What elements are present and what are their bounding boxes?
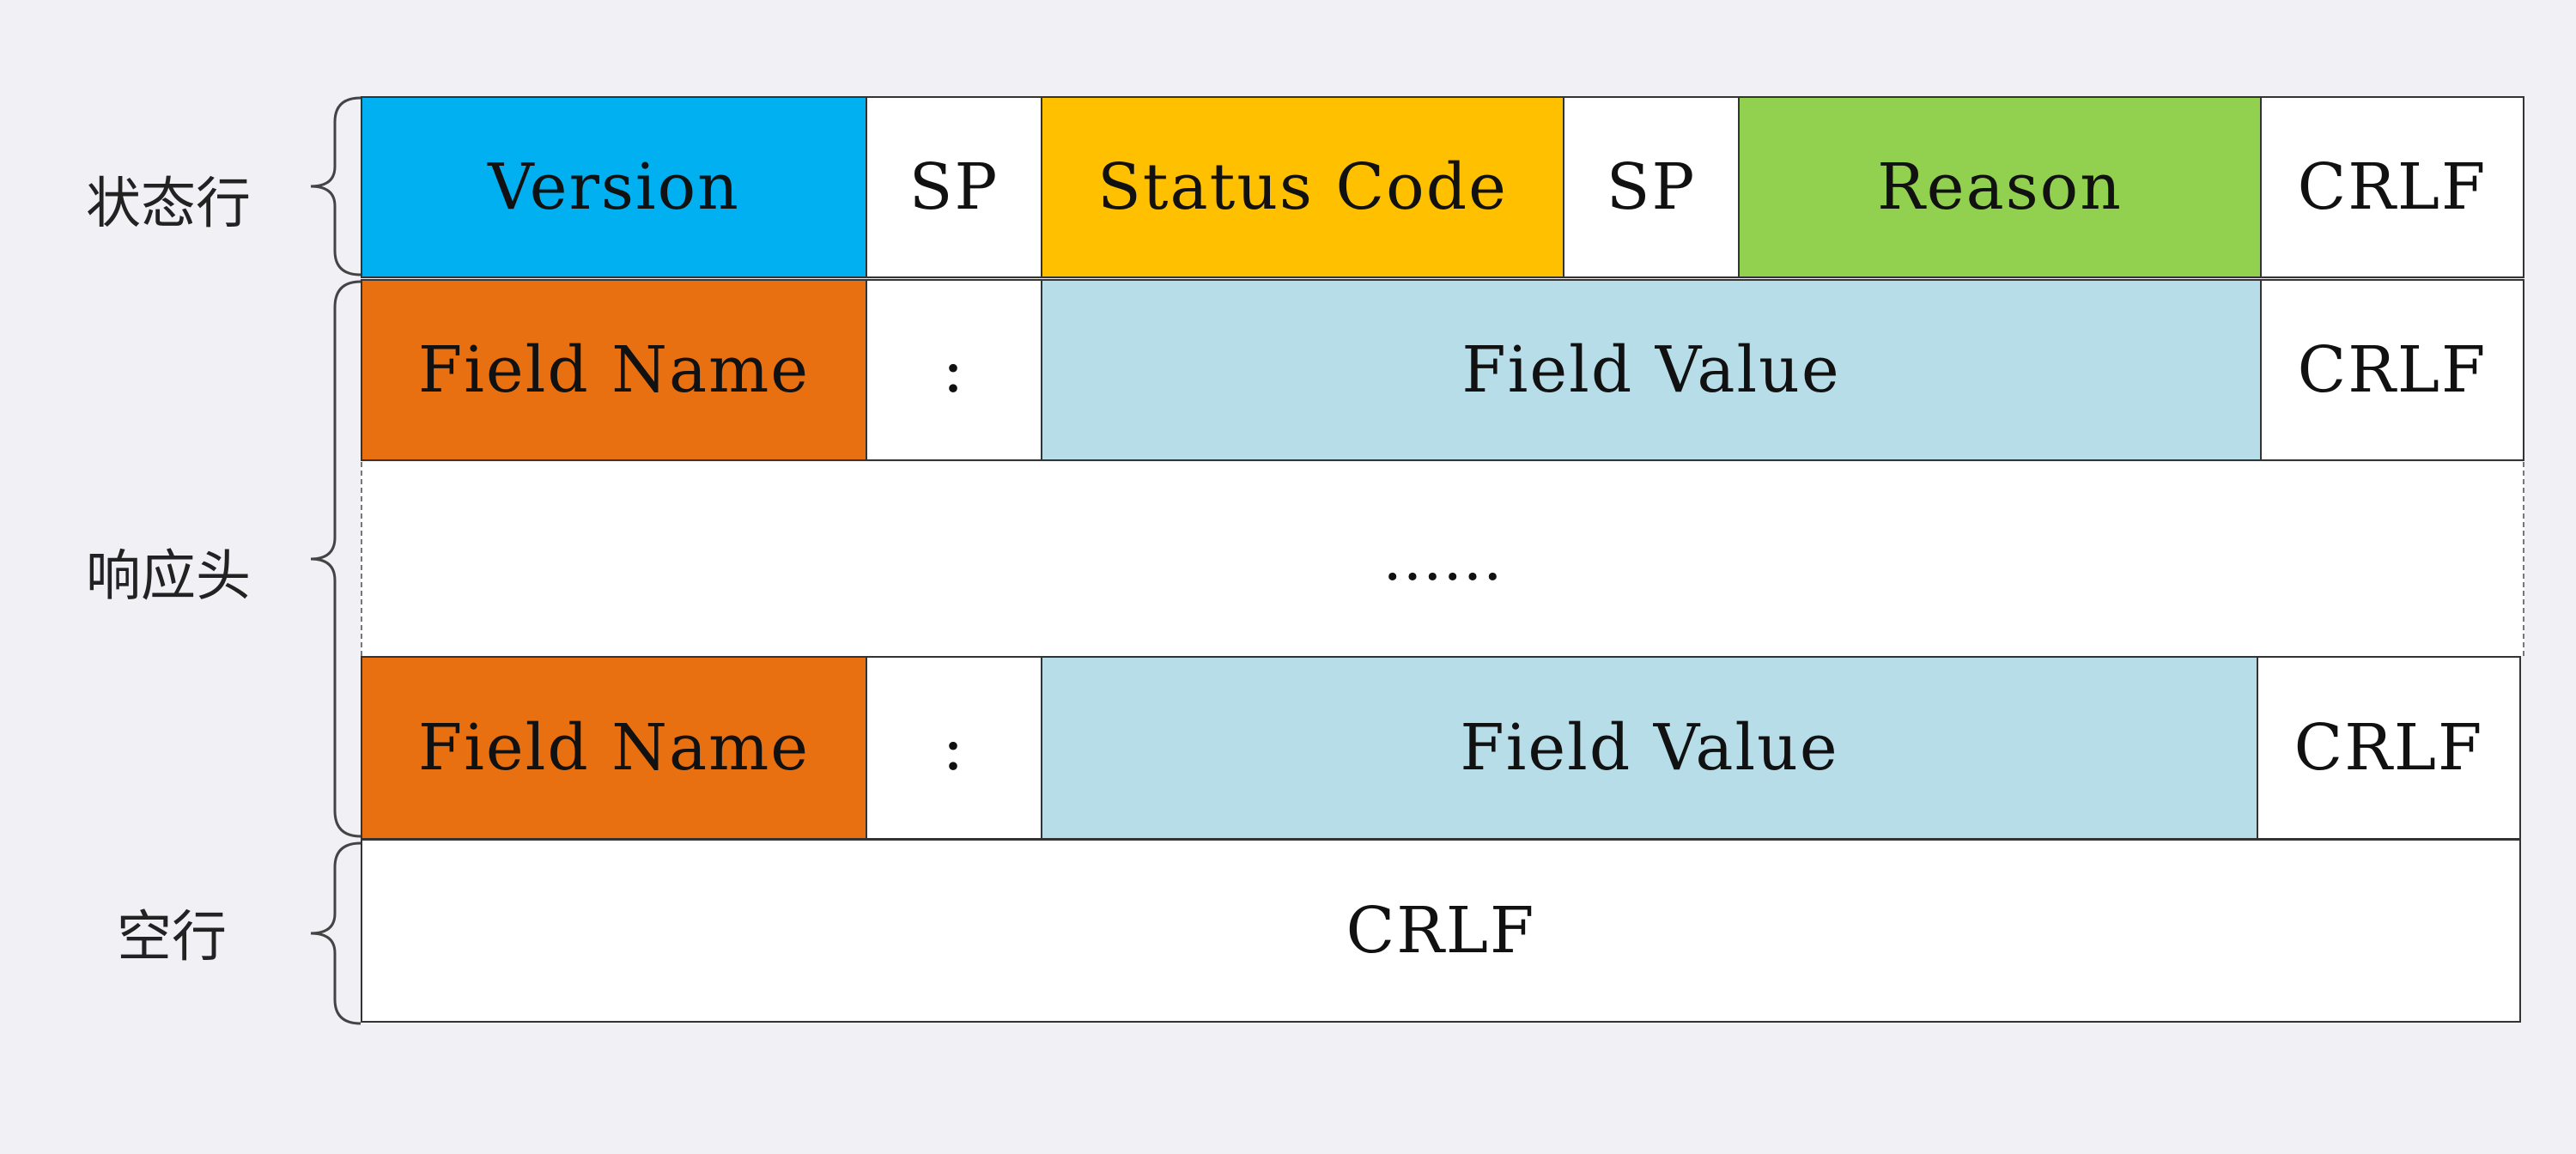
reason-cell: Reason [1738, 96, 2262, 278]
ellipsis-row: …… [361, 462, 2524, 656]
brace-response-headers [310, 280, 361, 838]
field-value-cell: Field Value [1041, 279, 2262, 461]
version-text: Version [488, 150, 740, 224]
crlf-cell-header-n: CRLF [2257, 656, 2521, 840]
label-response-headers: 响应头 [86, 545, 251, 609]
blank-line-crlf-text: CRLF [1346, 894, 1536, 968]
crlf-text-header-1: CRLF [2297, 333, 2488, 407]
blank-line-cell: CRLF [361, 839, 2521, 1023]
label-status-line: 状态行 [86, 173, 251, 236]
field-value-cell: Field Value [1041, 656, 2258, 840]
reason-text: Reason [1877, 150, 2123, 224]
status-code-cell: Status Code [1041, 96, 1564, 278]
field-value-text: Field Value [1461, 333, 1841, 407]
sp-text-2: SP [1606, 150, 1697, 224]
colon-text: : [942, 333, 966, 407]
brace-blank-line [310, 841, 361, 1025]
sp-cell-1: SP [866, 96, 1042, 278]
field-name-text: Field Name [417, 333, 811, 407]
crlf-text-header-n: CRLF [2293, 711, 2484, 785]
colon-text: : [942, 711, 966, 785]
brace-status-line [310, 96, 361, 276]
field-value-text: Field Value [1460, 711, 1839, 785]
label-blank-line: 空行 [117, 906, 227, 969]
sp-cell-2: SP [1563, 96, 1740, 278]
colon-cell: : [866, 656, 1042, 840]
crlf-cell-status: CRLF [2260, 96, 2524, 278]
sp-text-1: SP [908, 150, 999, 224]
colon-cell: : [866, 279, 1042, 461]
ellipsis-text: …… [1382, 524, 1503, 594]
version-cell: Version [361, 96, 867, 278]
field-name-text: Field Name [417, 711, 811, 785]
field-name-cell: Field Name [361, 656, 867, 840]
crlf-cell-header-1: CRLF [2260, 279, 2524, 461]
field-name-cell: Field Name [361, 279, 867, 461]
crlf-text-status: CRLF [2297, 150, 2488, 224]
status-code-text: Status Code [1097, 150, 1508, 224]
